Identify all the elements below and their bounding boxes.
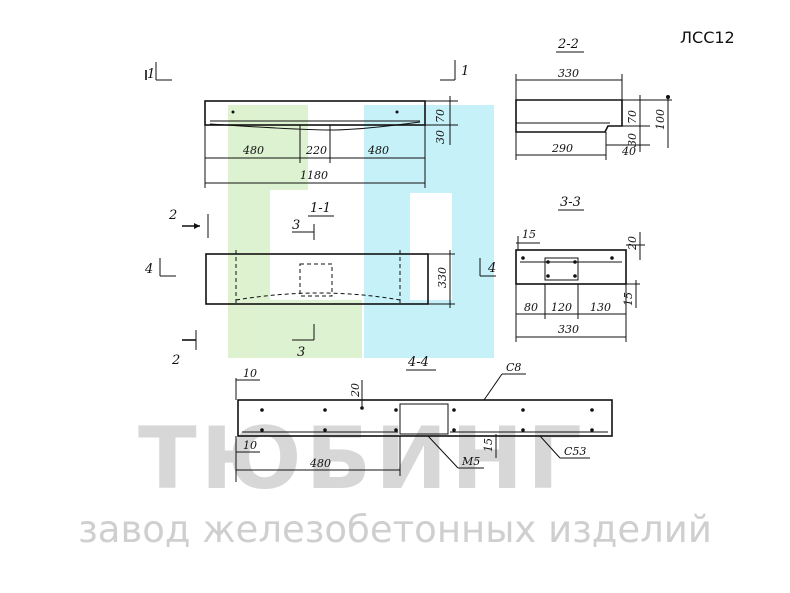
section-1-1-title: 1-1 xyxy=(310,201,331,216)
section-2-2-title: 2-2 xyxy=(557,37,579,52)
front-dim-a: 480 xyxy=(242,144,264,157)
front-total: 1180 xyxy=(300,169,328,182)
cut-mark-1-left: 1 xyxy=(147,67,155,82)
s22-h70: 70 xyxy=(626,110,639,124)
s44-d10b: 10 xyxy=(243,439,257,452)
section-4-4: 4-4 10 20 10 480 15 C8 C53 M5 xyxy=(235,355,613,482)
front-h30: 30 xyxy=(434,130,447,144)
s33-d15: 15 xyxy=(522,228,536,241)
s22-h30: 30 xyxy=(626,133,639,147)
cut-mark-3-top: 3 xyxy=(292,218,300,233)
callout-c8: C8 xyxy=(506,361,521,374)
s11-h330: 330 xyxy=(436,267,449,288)
cut-mark-1-right: 1 xyxy=(461,64,469,79)
cut-mark-2-top: 2 xyxy=(168,208,177,223)
cut-mark-2-bottom: 2 xyxy=(171,353,180,368)
s44-d20: 20 xyxy=(349,383,362,398)
section-3-3: 3-3 15 20 15 80 120 130 330 xyxy=(515,195,645,342)
watermark-tagline: завод железобетонных изделий xyxy=(78,508,712,551)
callout-c53: C53 xyxy=(564,445,586,458)
s44-d480: 480 xyxy=(309,457,331,470)
s22-h100: 100 xyxy=(654,109,667,130)
s33-total: 330 xyxy=(558,323,579,336)
s33-r15: 15 xyxy=(622,292,635,306)
cut-mark-4-left: 4 xyxy=(144,262,153,277)
s33-d120: 120 xyxy=(551,301,572,314)
s33-d130: 130 xyxy=(590,301,611,314)
product-code: ЛСС12 xyxy=(680,28,735,47)
s33-d80: 80 xyxy=(524,301,538,314)
s22-bottom: 290 xyxy=(551,142,573,155)
s44-d15: 15 xyxy=(482,438,495,452)
front-h70: 70 xyxy=(434,109,447,123)
section-2-2: 2-2 330 70 100 30 290 40 xyxy=(515,37,672,160)
front-dim-c: 480 xyxy=(367,144,389,157)
watermark-brand: ТЮБИНГ xyxy=(138,409,586,509)
section-1-1: 1-1 2 4 4 3 3 2 330 xyxy=(144,201,496,368)
watermark-logo xyxy=(228,105,494,358)
section-4-4-title: 4-4 xyxy=(407,355,429,370)
s22-top: 330 xyxy=(558,67,579,80)
cut-mark-4-right: 4 xyxy=(487,261,496,276)
s22-h40: 40 xyxy=(621,145,636,158)
s44-d10a: 10 xyxy=(243,367,257,380)
s33-d20: 20 xyxy=(626,236,639,251)
callout-m5: M5 xyxy=(461,455,480,468)
section-3-3-title: 3-3 xyxy=(560,195,581,210)
cut-mark-3-bottom: 3 xyxy=(297,345,305,360)
front-view: 1 1 70 30 480 220 480 1180 xyxy=(145,60,469,188)
front-dim-b: 220 xyxy=(305,144,327,157)
